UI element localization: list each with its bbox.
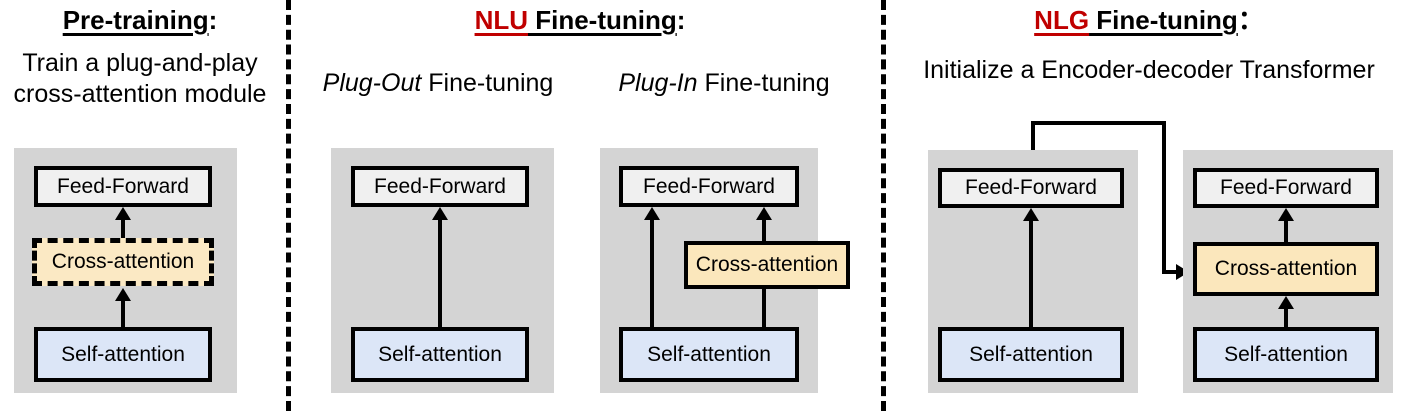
pretrain-arrow-ca-to-ff-shaft (121, 219, 125, 243)
plug-out-arrow-shaft (438, 219, 442, 329)
pretraining-subtitle-line1: Train a plug-and-play (22, 49, 258, 77)
plug-in-arrow-ca-to-ff-head (756, 207, 772, 220)
nlg-decoder-feed-forward-label: Feed-Forward (1220, 176, 1352, 199)
nlu-title-colon: : (676, 5, 686, 35)
nlg-decoder-cross-attention-block: Cross-attention (1193, 242, 1379, 296)
nlg-title: NLG Fine-tuning： (895, 5, 1403, 35)
plug-in-arrow-sa-to-ff-shaft (650, 219, 654, 329)
plug-in-cross-attention-label: Cross-attention (695, 253, 839, 276)
nlg-subtitle-line1: Initialize a Encoder-decoder Transformer (923, 56, 1375, 84)
pretraining-subtitle-line2: cross-attention module (13, 80, 267, 108)
pretrain-self-attention-block: Self-attention (34, 327, 212, 382)
pretrain-arrow-sa-to-ca-shaft (121, 300, 125, 328)
pretrain-feed-forward-label: Feed-Forward (57, 174, 189, 198)
nlu-title: NLU Fine-tuning: (300, 5, 860, 35)
pretraining-title: Pre-training: (0, 5, 280, 35)
nlg-title-colon: ： (1237, 5, 1264, 35)
nlg-encoder-feed-forward-block: Feed-Forward (938, 168, 1124, 208)
plug-out-caption-italic: Plug-Out (322, 69, 422, 97)
pretrain-self-attention-label: Self-attention (61, 342, 185, 366)
nlu-title-rest: Fine-tuning (528, 5, 677, 35)
nlu-title-accent: NLU (474, 5, 528, 35)
pretraining-title-colon: : (208, 5, 218, 35)
plug-in-arrow-sa-to-ff-head (644, 207, 660, 220)
pretrain-arrow-ca-to-ff-head (115, 207, 131, 220)
nlg-subtitle: Initialize a Encoder-decoder Transformer (895, 55, 1403, 86)
plug-in-cross-attention-block: Cross-attention (684, 241, 850, 289)
nlg-decoder-arrow-ca-to-ff-shaft (1284, 220, 1288, 246)
nlg-title-rest: Fine-tuning (1089, 5, 1238, 35)
plug-out-feed-forward-block: Feed-Forward (351, 166, 529, 207)
plug-out-caption-rest: Fine-tuning (421, 69, 554, 97)
nlg-decoder-arrow-ca-to-ff-head (1278, 208, 1294, 221)
plug-in-caption: Plug-In Fine-tuning (594, 68, 854, 98)
nlg-decoder-arrow-sa-to-ca-shaft (1284, 308, 1288, 328)
plug-in-caption-italic: Plug-In (618, 69, 698, 97)
nlg-encoder-self-attention-label: Self-attention (969, 342, 1093, 366)
pretrain-feed-forward-block: Feed-Forward (34, 166, 212, 207)
plug-out-self-attention-block: Self-attention (351, 327, 529, 382)
plug-out-self-attention-label: Self-attention (378, 342, 502, 366)
nlg-decoder-feed-forward-block: Feed-Forward (1193, 168, 1379, 208)
nlg-encoder-feed-forward-label: Feed-Forward (965, 176, 1097, 199)
pretraining-subtitle: Train a plug-and-play cross-attention mo… (0, 48, 280, 110)
nlg-decoder-cross-attention-label: Cross-attention (1214, 257, 1358, 280)
nlg-encoder-self-attention-block: Self-attention (938, 327, 1124, 382)
plug-out-arrow-head (432, 207, 448, 220)
nlg-encoder-arrow-shaft (1029, 220, 1033, 328)
plug-in-caption-rest: Fine-tuning (697, 69, 830, 97)
section-divider-1 (286, 0, 291, 411)
nlg-encoder-arrow-head (1023, 208, 1039, 221)
nlg-decoder-arrow-sa-to-ca-head (1278, 296, 1294, 309)
pretrain-arrow-sa-to-ca-head (115, 288, 131, 301)
pretraining-title-text: Pre-training (62, 5, 209, 35)
plug-in-self-attention-label: Self-attention (647, 342, 771, 366)
plug-in-self-attention-block: Self-attention (619, 327, 799, 382)
plug-in-line-sa-to-ca (762, 285, 766, 329)
nlg-decoder-self-attention-block: Self-attention (1193, 327, 1379, 382)
pretrain-cross-attention-block: Cross-attention (32, 238, 214, 286)
nlg-decoder-self-attention-label: Self-attention (1224, 342, 1348, 366)
section-divider-2 (881, 0, 886, 411)
plug-out-caption: Plug-Out Fine-tuning (308, 68, 568, 98)
plug-in-feed-forward-label: Feed-Forward (643, 174, 775, 198)
plug-in-arrow-ca-to-ff-shaft (762, 219, 766, 244)
pretrain-cross-attention-label: Cross-attention (51, 250, 195, 273)
nlg-title-accent: NLG (1034, 5, 1090, 35)
plug-out-feed-forward-label: Feed-Forward (374, 174, 506, 198)
plug-in-feed-forward-block: Feed-Forward (619, 166, 799, 207)
